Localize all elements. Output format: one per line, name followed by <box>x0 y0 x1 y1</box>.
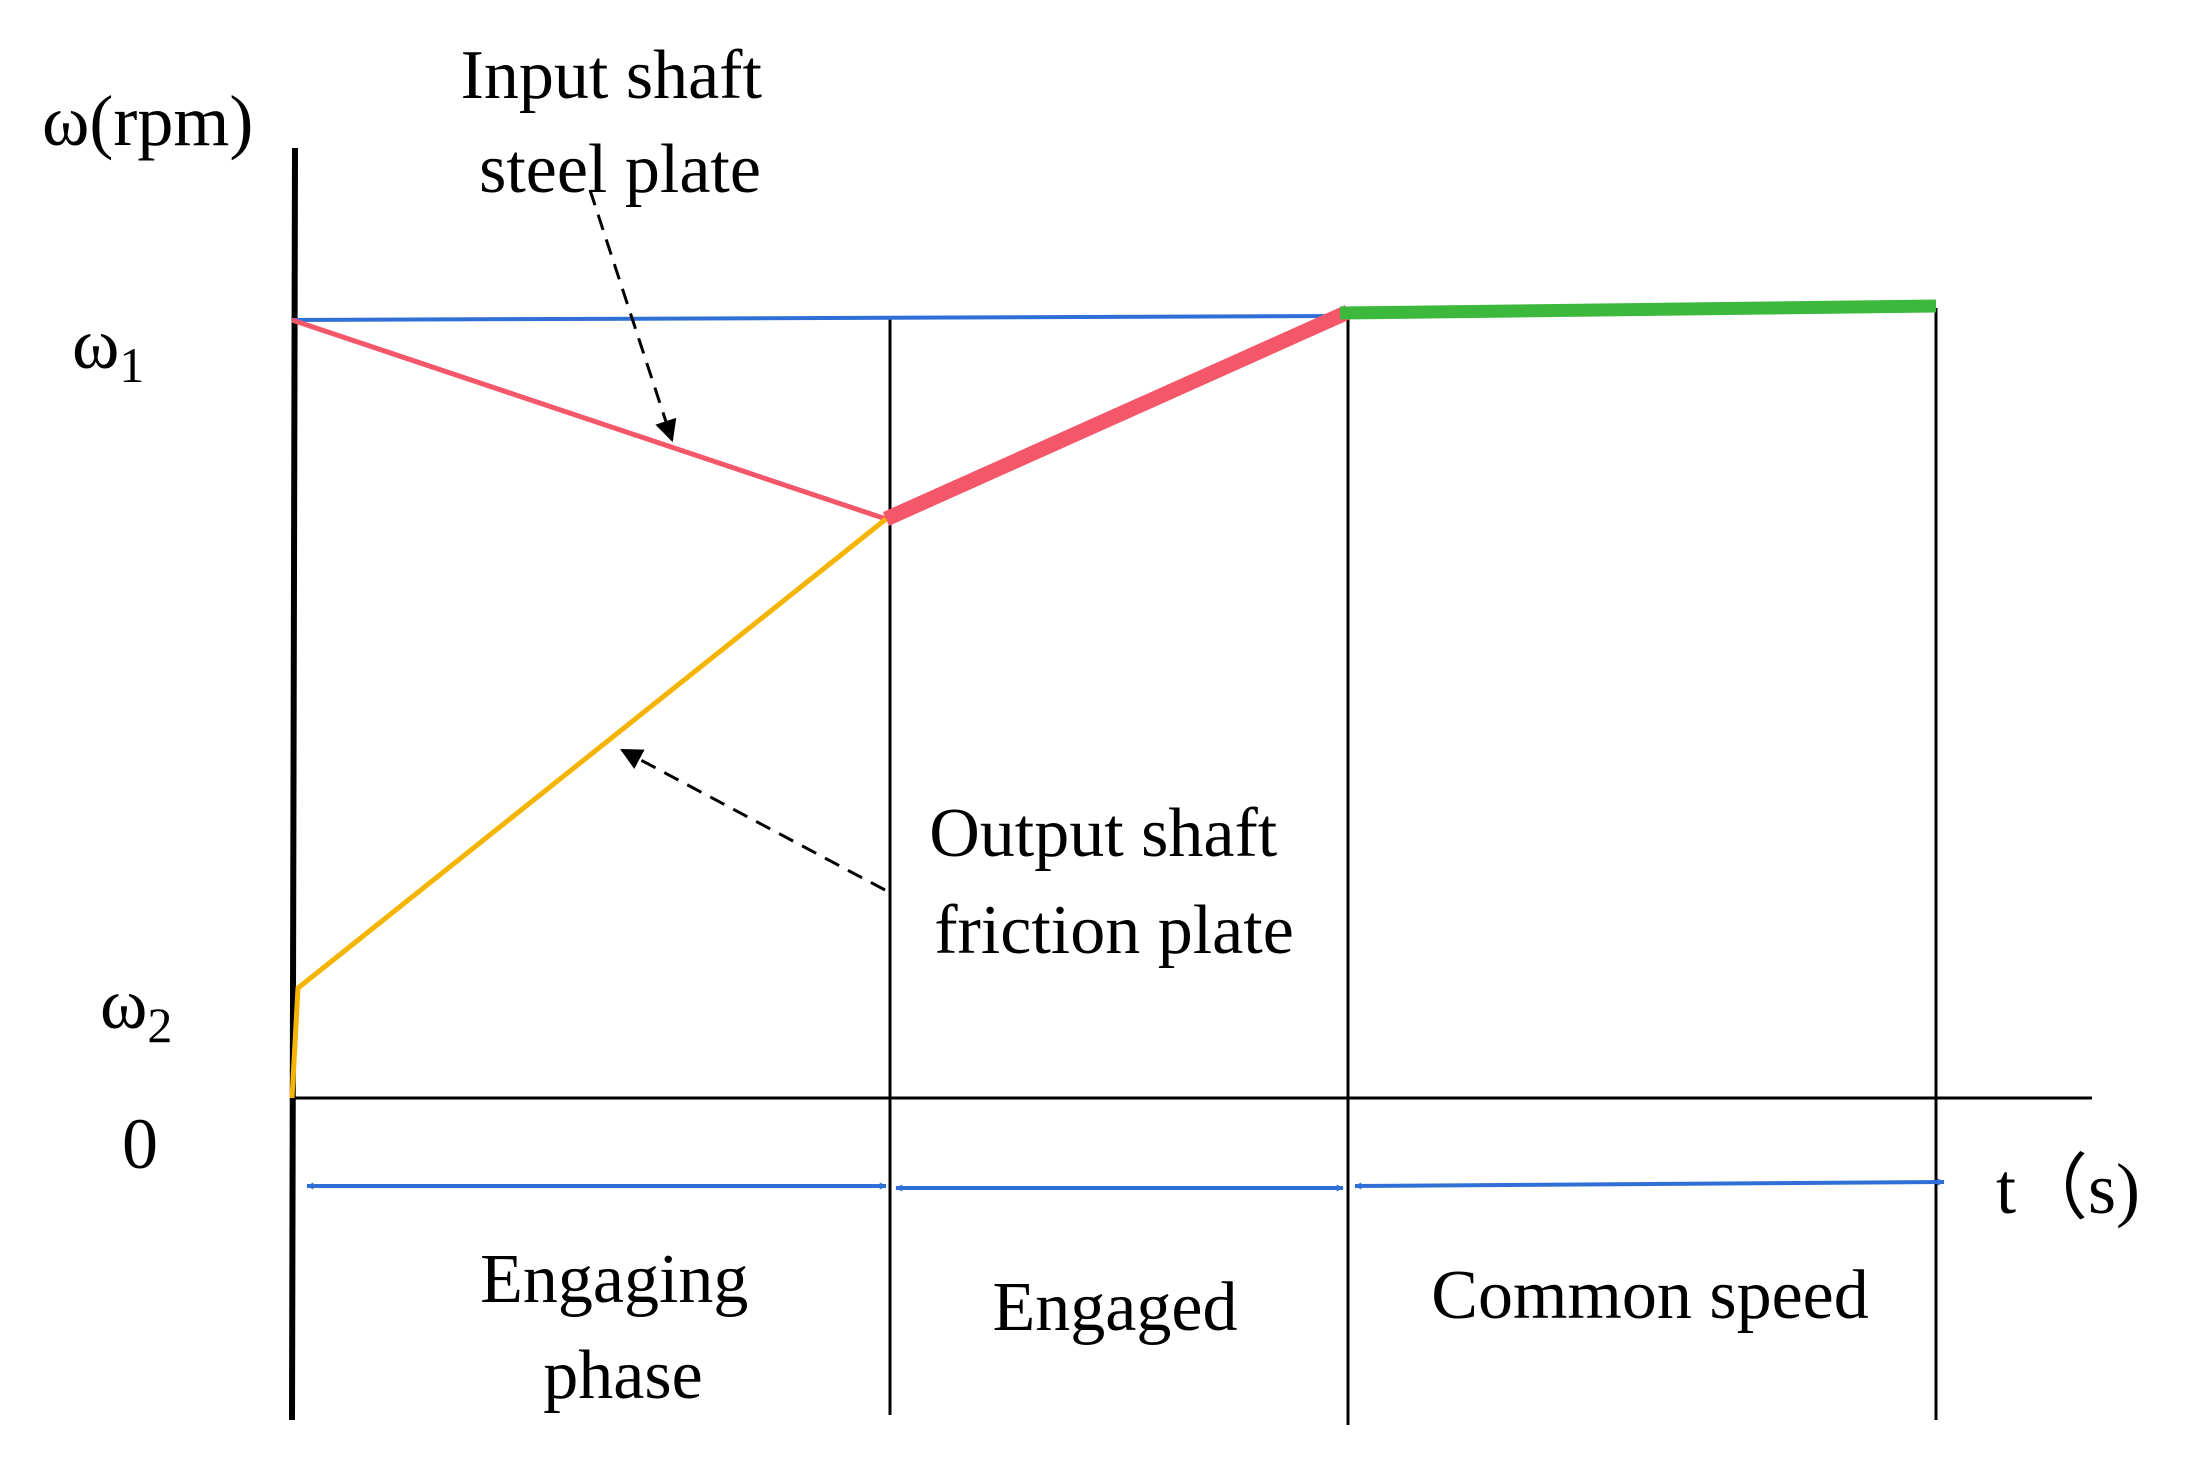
common-speed-line <box>1339 299 1937 320</box>
engaging-phase-line-1: Engaging <box>480 1241 748 1318</box>
input-annotation-label: Input shaft steel plate <box>461 37 780 208</box>
input-shaft-decel-line <box>291 317 887 522</box>
input-annotation-line-2: steel plate <box>479 131 761 208</box>
common-speed-phase-arrow <box>1354 1178 1945 1190</box>
output-shaft-line <box>289 517 888 1099</box>
y-axis-label: ω(rpm) <box>42 81 253 161</box>
engaged-phase-label: Engaged <box>993 1269 1238 1346</box>
engaging-phase-label: Engaging phase <box>480 1241 766 1414</box>
common-speed-phase-label: Common speed <box>1431 1257 1868 1334</box>
engaging-phase-line-2: phase <box>543 1337 702 1414</box>
origin-label: 0 <box>122 1104 158 1184</box>
input-speed-reference-line <box>291 314 1349 322</box>
omega2-symbol: ω <box>100 964 147 1044</box>
omega1-symbol: ω <box>72 304 119 384</box>
output-annotation-arrow <box>620 748 886 892</box>
input-annotation-arrow <box>588 189 677 443</box>
omega1-subscript: 1 <box>119 337 144 393</box>
omega1-label: ω1 <box>72 304 144 393</box>
input-annotation-line-1: Input shaft <box>461 37 763 114</box>
input-shaft-accel-line <box>882 305 1352 526</box>
output-annotation-line-2: friction plate <box>934 892 1294 969</box>
omega2-subscript: 2 <box>147 997 172 1053</box>
output-annotation-line-1: Output shaft <box>929 795 1278 872</box>
y-axis <box>289 147 298 1421</box>
omega2-label: ω2 <box>100 964 172 1053</box>
x-axis-label: t（s) <box>1996 1149 2140 1229</box>
output-annotation-label: Output shaft friction plate <box>929 795 1295 969</box>
